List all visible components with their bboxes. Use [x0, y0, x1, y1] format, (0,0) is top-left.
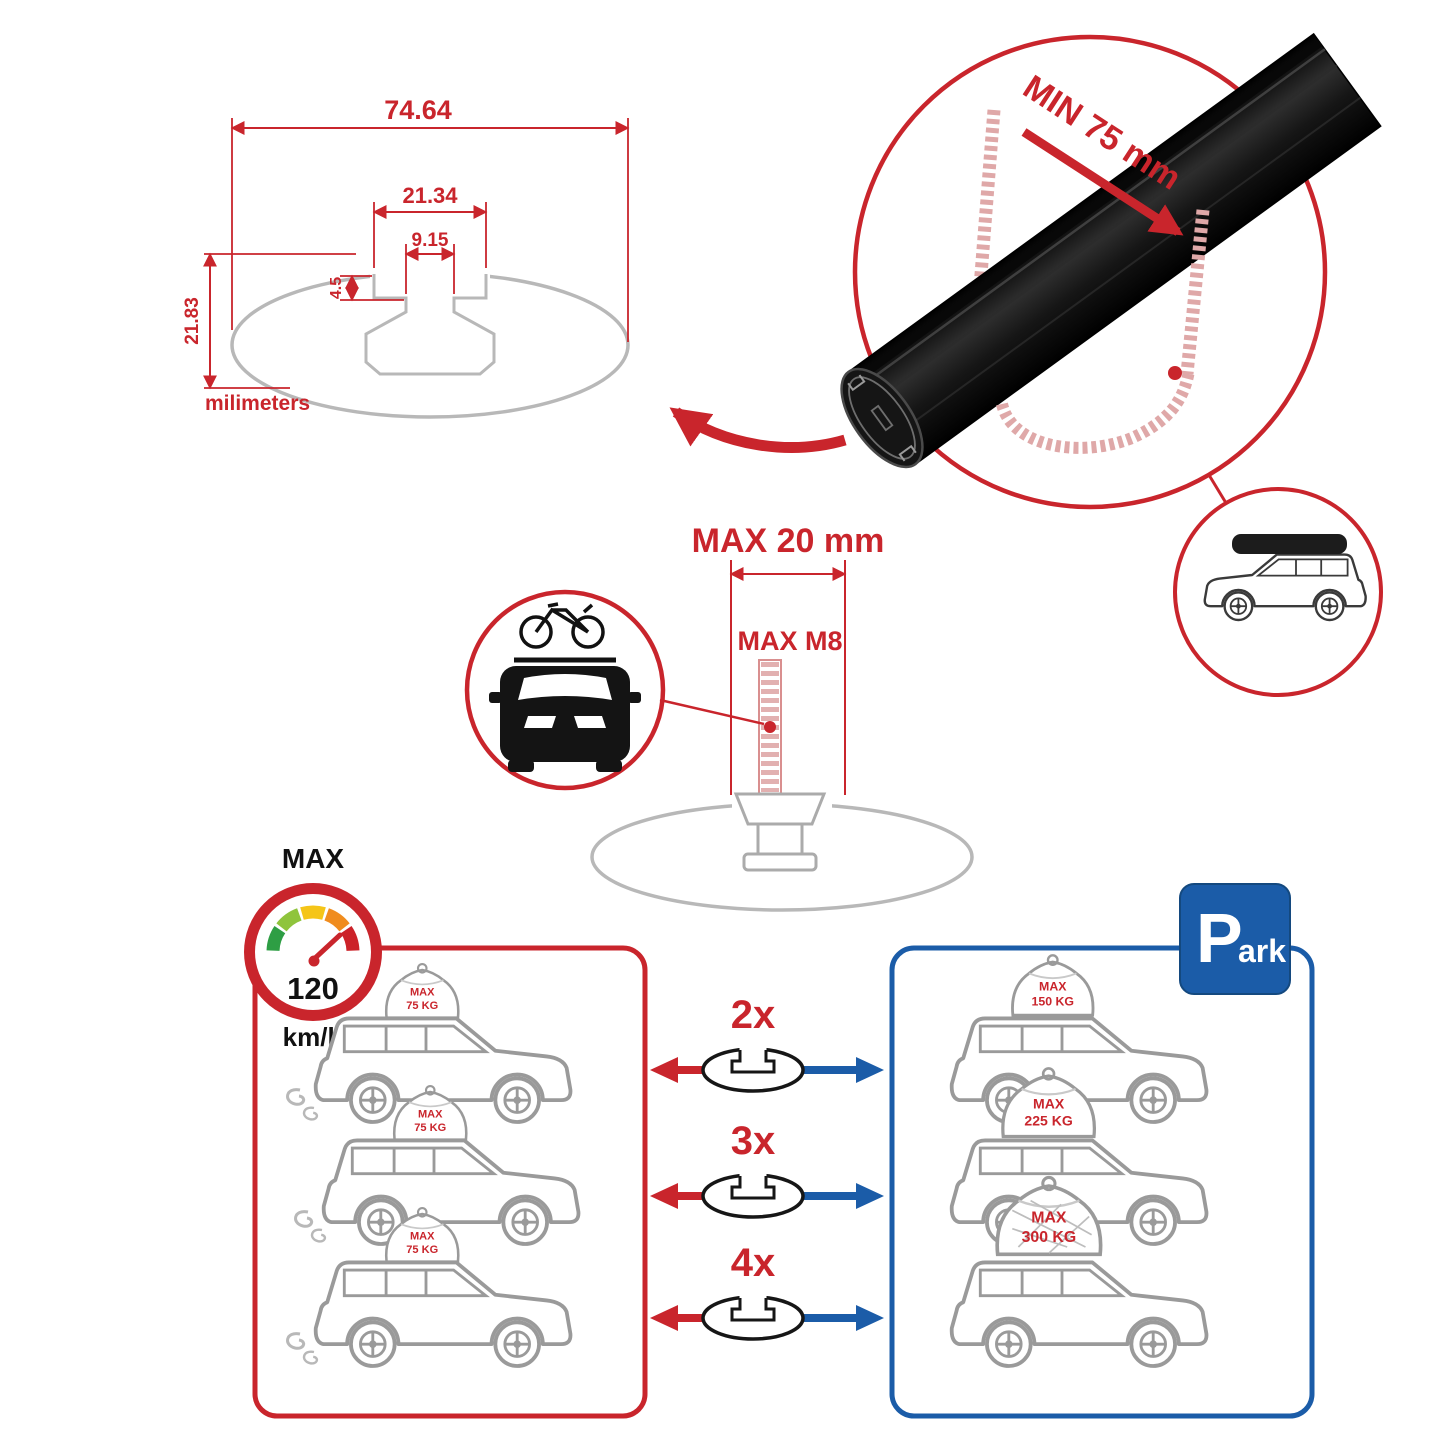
tire-right [596, 760, 622, 772]
bolt-detail: MAX 20 mm MAX M8 [590, 522, 974, 912]
min-clamp-arrow [1021, 128, 1184, 236]
load-max-label: MAX [1031, 1210, 1067, 1227]
load-weight-label: 75 KG [406, 1244, 438, 1256]
slot-gap-mask [370, 258, 490, 282]
unit-label: milimeters [205, 392, 310, 415]
headlight-left [524, 716, 556, 728]
roof-load-1: MAX 150 KG [1011, 953, 1095, 1017]
dim-lip-depth-label: 4.5 [328, 277, 345, 299]
park-rest: ark [1238, 933, 1286, 969]
dim-total-height-label: 21.83 [182, 297, 203, 345]
bolt-pointer-dot [764, 721, 776, 733]
dim-slot-inner-label: 9.15 [412, 230, 449, 251]
multiplier-row-2x: 2x [650, 993, 884, 1093]
clamp-rod-right [1180, 209, 1210, 375]
multiplier-row-3x: 3x [650, 1119, 884, 1219]
park-sign-plate [1179, 883, 1291, 995]
speed-max-label: MAX [282, 843, 345, 874]
bar-highlight [862, 48, 1326, 386]
end-cap-slots [847, 374, 917, 462]
crossbar-icon [701, 1171, 805, 1219]
load-weight-label: 150 KG [1031, 995, 1074, 1009]
t-slot-profile [364, 274, 496, 376]
blue-arrow-head [856, 1057, 884, 1083]
red-arrow-head [650, 1305, 678, 1331]
bar-highlight [874, 64, 1338, 402]
multiplier-label: 2x [731, 993, 776, 1037]
windshield [518, 674, 612, 700]
end-cap-center-slot [870, 404, 894, 432]
mirror-right [628, 692, 641, 703]
roof-load-3: MAX 75 KG [384, 1206, 460, 1263]
bar-top-groove [852, 39, 1323, 385]
red-arrow-head [650, 1183, 678, 1209]
clamp-pointer-dot [1168, 366, 1182, 380]
roof-load-2: MAX 225 KG [1001, 1066, 1097, 1139]
blue-arrow-head [856, 1305, 884, 1331]
load-max-label: MAX [410, 987, 435, 999]
bike-car-circle [464, 589, 765, 791]
dim-total-width-label: 74.64 [384, 95, 452, 125]
roof-box-icon [1232, 534, 1347, 554]
multiplier-label: 3x [731, 1119, 776, 1163]
red-arrow-head [650, 1057, 678, 1083]
load-max-label: MAX [1039, 980, 1067, 994]
bicycle-icon [519, 602, 605, 649]
multiplier-row-4x: 4x [650, 1241, 884, 1341]
load-max-label: MAX [418, 1109, 443, 1121]
headlight-right [574, 716, 606, 728]
gauge-needle [310, 932, 343, 963]
t-nut-foot [742, 852, 818, 872]
leader-line-to-bolt [659, 698, 765, 726]
load-max-label: MAX [410, 1231, 435, 1243]
car-front-icon [489, 657, 641, 772]
speed-limit-gauge: MAX 120 km/h [244, 843, 382, 1052]
park-sign: P ark [1179, 883, 1291, 995]
load-weight-label: 225 KG [1024, 1113, 1072, 1129]
park-letter: P [1196, 899, 1243, 977]
mirror-left [489, 692, 502, 703]
roof-load-3: MAX 300 KG [995, 1175, 1103, 1257]
bar-end-cap [840, 367, 924, 469]
roof-load-2: MAX 75 KG [392, 1084, 468, 1141]
circle-connector-line [1207, 474, 1228, 504]
bar-end-cap-detail [848, 376, 916, 460]
aero-cross-bar [840, 32, 1382, 469]
load-weight-label: 75 KG [406, 1000, 438, 1012]
cross-section-diagram: 74.64 21.34 9.15 4.5 21.83 milimeters [182, 95, 630, 419]
bolt-thread-label: MAX M8 [737, 626, 842, 656]
tire-left [508, 760, 534, 772]
dim-slot-outer-label: 21.34 [402, 183, 458, 208]
bar-highlight [897, 97, 1361, 435]
bundle-hatch [1011, 1199, 1093, 1254]
crossbar-icon [701, 1045, 805, 1093]
multiplier-label: 4x [731, 1241, 776, 1285]
clamp-u-strap [996, 369, 1195, 454]
driving-cars: MAX 75 KG MAX 75 KG MAX 75 KG [286, 962, 579, 1366]
t-nut-flange [733, 792, 827, 826]
speed-value: 120 [287, 971, 339, 1006]
t-nut-stem [756, 822, 804, 856]
bolt-width-label: MAX 20 mm [692, 522, 885, 560]
pointer-arrow-to-cross-section [669, 407, 847, 453]
crossbar-icon [701, 1293, 805, 1341]
clamp-rod-left [972, 109, 1001, 301]
blue-arrow-head [856, 1183, 884, 1209]
bar-detail-circle: MIN 75 mm [840, 32, 1382, 510]
load-weight-label: 300 KG [1022, 1229, 1077, 1246]
roof-load-1: MAX 75 KG [384, 962, 460, 1019]
parked-cars: MAX 150 KG MAX 225 KG MAX 300 KG [952, 953, 1207, 1366]
gauge-pivot [308, 955, 320, 967]
load-max-label: MAX [1033, 1095, 1065, 1111]
load-weight-label: 75 KG [414, 1122, 446, 1134]
roof-box-car-circle [1173, 487, 1383, 697]
gauge-arc [266, 905, 360, 952]
